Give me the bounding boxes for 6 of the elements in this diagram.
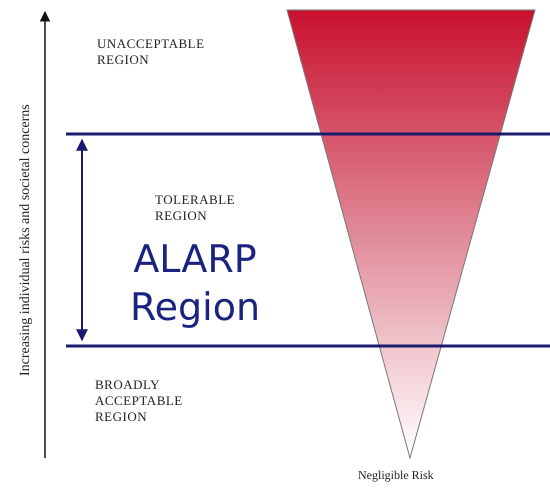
region-label: TOLERABLE REGION [155,192,236,224]
region-label: BROADLY ACCEPTABLE REGION [95,377,184,425]
axis-label: Increasing individual risks and societal concerns [18,104,34,376]
region-title: ALARP Region [128,236,262,331]
region-label: UNACCEPTABLE REGION [97,36,206,68]
point-label: Negligible Risk [358,467,435,483]
